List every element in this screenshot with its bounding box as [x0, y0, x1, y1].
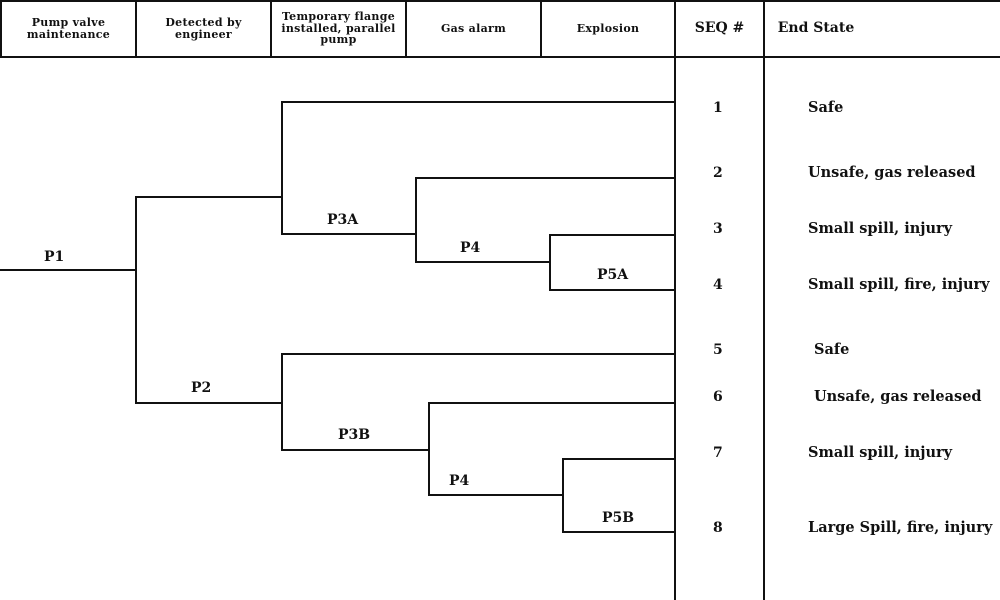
end-state-6: Unsafe, gas released — [814, 388, 982, 405]
end-state-8: Large Spill, fire, injury — [808, 519, 993, 536]
node-label-p4-bottom: P4 — [449, 473, 470, 489]
seq-number-4: 4 — [713, 277, 723, 293]
node-label-p5b: P5B — [602, 510, 635, 526]
end-state-2: Unsafe, gas released — [808, 164, 976, 181]
seq-number-3: 3 — [713, 221, 723, 237]
seq-number-8: 8 — [713, 520, 723, 536]
header-explosion: Explosion — [576, 21, 640, 35]
seq-number-5: 5 — [713, 342, 723, 358]
node-label-p2: P2 — [191, 380, 212, 396]
header-end-state: End State — [777, 20, 855, 37]
header-gas-alarm: Gas alarm — [440, 21, 507, 35]
seq-number-2: 2 — [713, 165, 723, 181]
node-label-p4-top: P4 — [460, 240, 481, 256]
header-temporary-flange: Temporary flange installed, parallel pum… — [281, 10, 396, 47]
end-state-1: Safe — [808, 99, 844, 116]
node-label-p5a: P5A — [597, 267, 629, 283]
seq-number-6: 6 — [713, 389, 723, 405]
node-label-p3b: P3B — [338, 427, 371, 443]
node-label-p1: P1 — [44, 249, 65, 265]
node-label-p3a: P3A — [327, 212, 359, 228]
seq-number-1: 1 — [713, 100, 723, 116]
end-state-5: Safe — [814, 341, 850, 358]
header-detected-by-engineer: Detected by engineer — [165, 15, 242, 41]
end-state-3: Small spill, injury — [808, 220, 953, 237]
end-state-4: Small spill, fire, injury — [808, 276, 990, 293]
seq-number-7: 7 — [713, 445, 723, 461]
header-seq-number: SEQ # — [694, 20, 745, 37]
end-state-7: Small spill, injury — [808, 444, 953, 461]
header-pump-valve-maintenance: Pump valve maintenance — [26, 15, 111, 41]
